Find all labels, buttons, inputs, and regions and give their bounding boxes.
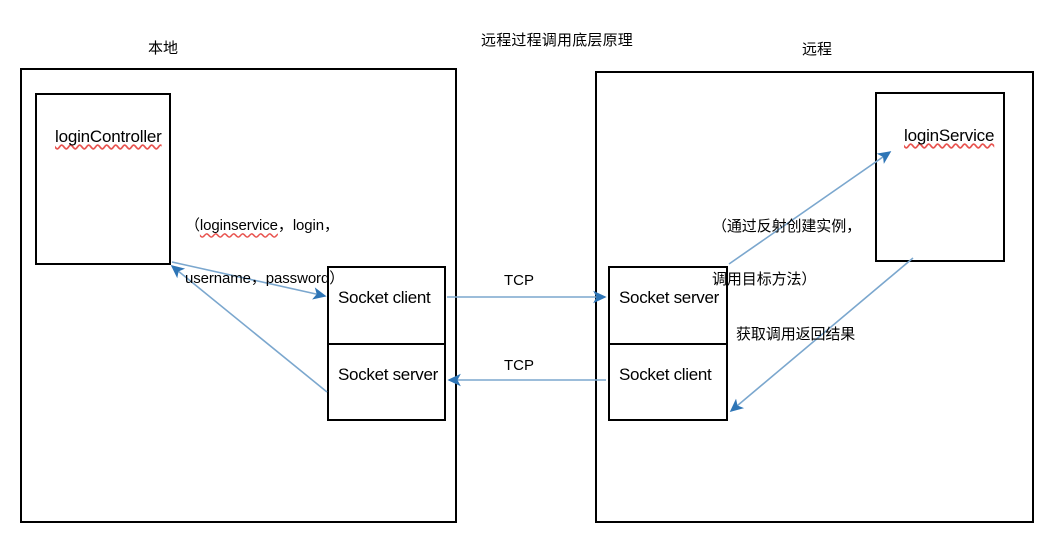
zone-title-remote: 远程 [802,41,833,58]
node-local-socket-stack: Socket client Socket server [327,266,446,421]
edge-label-line1-prefix: （ [185,217,200,235]
edge-label-tcp-response: TCP [504,357,534,374]
zone-box-local [20,68,457,523]
node-login-service-label: loginService [904,126,995,145]
edge-label-controller-to-client: （loginservice，login， username，password） [185,182,344,324]
node-login-controller-label: loginController [55,127,162,146]
edge-label-reflect-line1: （通过反射创建实例， [712,218,862,236]
node-local-socket-server[interactable]: Socket server [329,342,444,420]
node-login-service[interactable]: loginService [875,92,1005,262]
edge-label-service-to-client: 获取调用返回结果 [736,326,856,343]
node-remote-socket-server-label: Socket server [619,288,720,307]
node-local-socket-client[interactable]: Socket client [329,268,444,343]
node-login-controller[interactable]: loginController [35,93,171,265]
edge-label-spell-word: loginservice [199,217,278,235]
node-remote-socket-client[interactable]: Socket client [610,342,726,420]
node-local-socket-server-label: Socket server [338,364,439,384]
node-remote-socket-server[interactable]: Socket server [610,268,726,343]
edge-label-server-to-service: （通过反射创建实例， 调用目标方法） [712,183,861,325]
diagram-title: 远程过程调用底层原理 [481,32,634,49]
zone-title-local: 本地 [148,40,179,57]
edge-label-tcp-request: TCP [504,272,534,289]
edge-label-line2: username，password） [185,270,345,288]
edge-label-reflect-line2: 调用目标方法） [712,271,817,289]
edge-label-line1-suffix: ，login， [277,217,339,235]
node-remote-socket-stack: Socket server Socket client [608,266,728,421]
node-local-socket-client-label: Socket client [338,288,431,307]
node-remote-socket-client-label: Socket client [619,364,712,384]
